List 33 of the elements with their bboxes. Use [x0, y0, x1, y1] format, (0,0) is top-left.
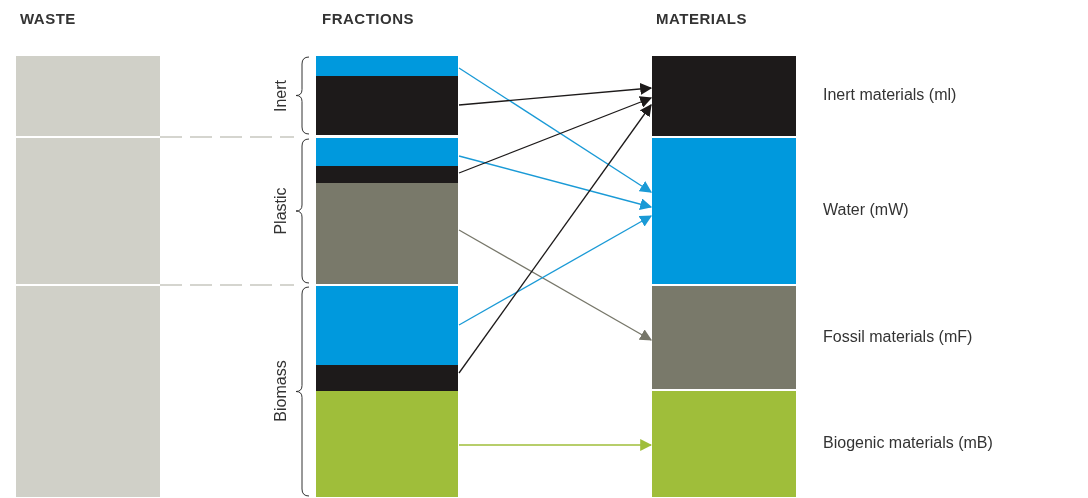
column-heading: MATERIALS: [656, 10, 747, 27]
waste-block: [16, 138, 160, 284]
arrow: [458, 67, 652, 193]
fraction-block: [316, 391, 458, 497]
material-block: [652, 286, 796, 389]
material-label: Inert materials (ml): [823, 86, 957, 104]
material-label: Biogenic materials (mB): [823, 434, 993, 452]
column-heading: WASTE: [20, 10, 76, 27]
arrow: [458, 229, 653, 341]
material-block: [652, 391, 796, 497]
material-block: [652, 56, 796, 136]
fraction-block: [316, 365, 458, 391]
material-label: Fossil materials (mF): [823, 327, 973, 346]
fraction-block: [316, 166, 458, 183]
arrow: [458, 155, 653, 211]
fraction-block: [316, 183, 458, 284]
arrow: [458, 96, 653, 174]
waste-block: [16, 56, 160, 136]
waste-block: [16, 286, 160, 497]
group-label: Biomass: [272, 360, 290, 422]
material-label: Water (mW): [823, 201, 909, 219]
arrow: [458, 104, 652, 374]
group-label: Inert: [272, 80, 290, 112]
fraction-block: [316, 76, 458, 135]
column-heading: FRACTIONS: [322, 10, 414, 27]
arrow: [458, 215, 653, 326]
material-block: [652, 138, 796, 284]
fraction-block: [316, 138, 458, 166]
group-label: Plastic: [272, 187, 290, 235]
arrow: [458, 439, 653, 451]
fraction-block: [316, 56, 458, 76]
arrow: [458, 83, 653, 106]
fraction-block: [316, 286, 458, 365]
